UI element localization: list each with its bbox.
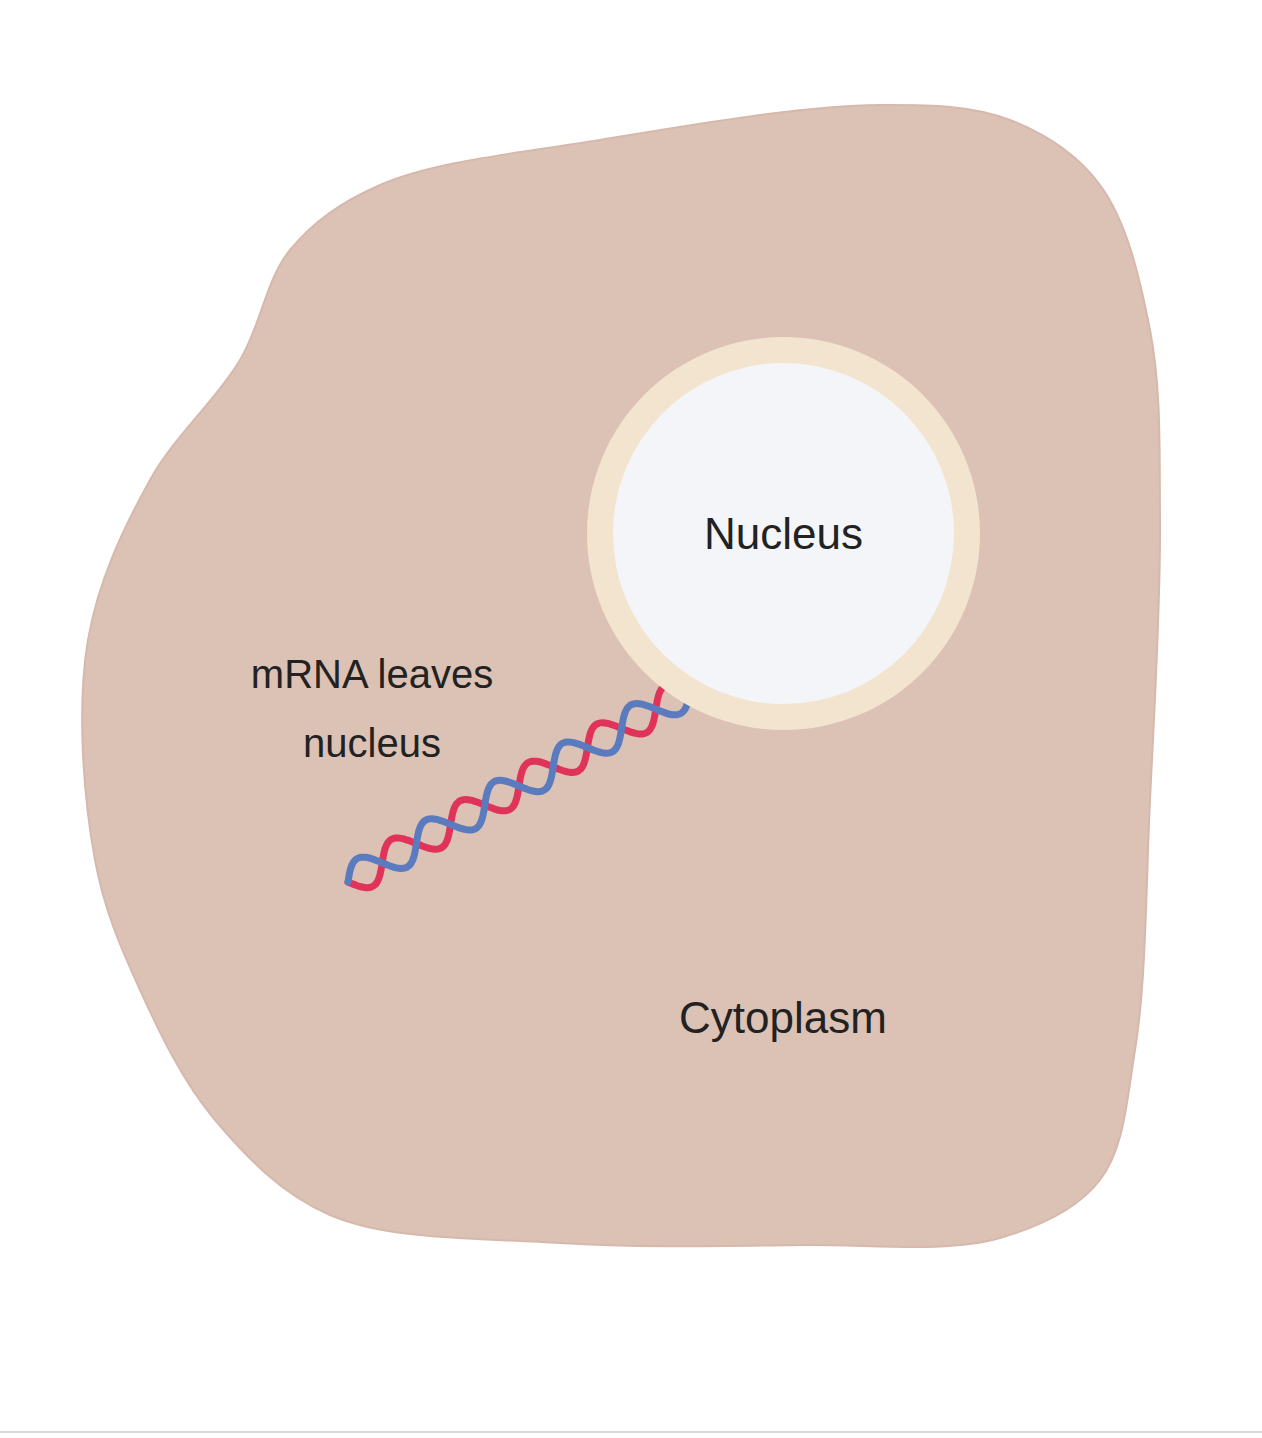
frame-line [0,1431,1262,1433]
nucleus-circle: Nucleus [586,336,981,731]
nucleoplasm [613,363,954,704]
region-label: Cytoplasm [679,983,887,1052]
text-holder: Nucleus [586,336,981,731]
mrna-ribbon [348,690,690,882]
organelle-label: Nucleus [704,499,863,568]
cell-membrane [82,105,1160,1247]
text-holder: Cytoplasm [583,975,983,1060]
nuclear-envelope [587,337,980,730]
process-note: mRNA leaves nucleus [192,640,552,778]
mrna-ribbon [348,684,690,887]
text-holder: mRNA leaves nucleus [192,640,552,778]
